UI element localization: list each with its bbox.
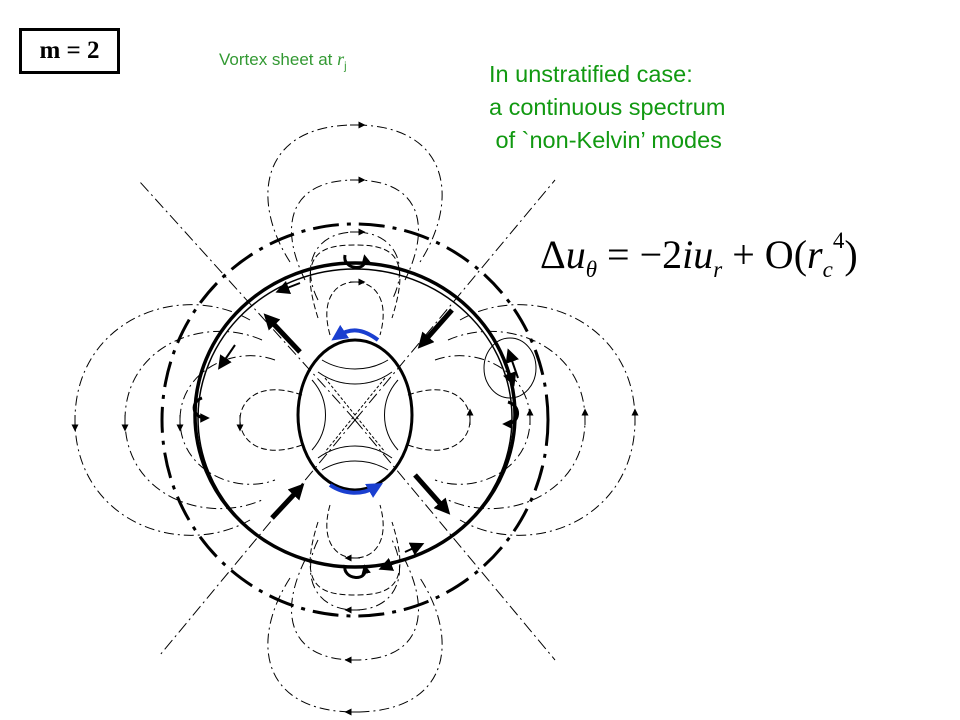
tangent-arrow-1 — [275, 280, 301, 294]
arrow-se-out — [413, 473, 451, 515]
tangent-arrow-6 — [378, 557, 401, 571]
eq-rc: r — [807, 232, 823, 277]
inner-lobe-top — [326, 281, 384, 336]
sheet-curl-arrows — [192, 254, 519, 579]
eq-imaginary-unit: i — [682, 232, 694, 277]
circulation-arrow-top — [331, 324, 380, 342]
jump-condition-equation: Δuθ = −2iur + O(rc4) — [540, 228, 858, 283]
inner-lobe-left — [239, 389, 303, 451]
strain-axis-ne — [354, 179, 556, 421]
eq-close: ) — [844, 232, 858, 277]
core-hyperbola-left — [311, 379, 326, 451]
vortex-sheet-inner — [197, 268, 513, 568]
inner-lobe-right — [407, 389, 471, 451]
mode-number-label: m = 2 — [19, 28, 120, 74]
streamline-bottom-3 — [309, 539, 401, 611]
eq-u-r: u — [693, 232, 714, 277]
curl-arrow-left — [192, 396, 210, 423]
streamline-bottom-1 — [267, 577, 443, 713]
arrow-nw-out — [263, 313, 302, 354]
vortex-sheet-circle — [193, 261, 517, 569]
core-hyperbolic-streamlines — [311, 359, 399, 471]
circulation-arrow-bottom — [328, 483, 383, 498]
caption-subscript: j — [344, 60, 347, 73]
eq-order: + O( — [722, 232, 808, 277]
streamline-left-3 — [179, 355, 276, 485]
strain-axis-se — [354, 419, 556, 661]
core-hyperbola-right — [384, 379, 399, 451]
note-line-3: of `non-Kelvin’ modes — [489, 127, 722, 153]
inner-lobe-bottom — [326, 504, 384, 559]
strain-axis-sw — [159, 419, 356, 656]
highlight-circle — [483, 337, 537, 399]
tangent-arrow-3 — [404, 542, 425, 556]
unstratified-note: In unstratified case: a continuous spectr… — [489, 58, 725, 157]
core-hyperbola-top-2 — [321, 359, 389, 370]
core-hyperbola-bottom-2 — [321, 460, 389, 471]
streamline-top-1 — [267, 124, 443, 263]
vortex-core-ellipse — [296, 338, 414, 492]
caption-text: Vortex sheet at — [219, 50, 338, 69]
eq-u-theta: u — [565, 232, 586, 277]
tangent-arrow-5 — [505, 348, 519, 379]
note-line-2: a continuous spectrum — [489, 94, 726, 120]
core-hyperbola-bottom — [317, 445, 393, 459]
core-diag-2 — [324, 377, 386, 453]
inner-lobe-top-2 — [309, 244, 401, 319]
note-line-1: In unstratified case: — [489, 61, 693, 87]
strain-arrows — [263, 308, 454, 520]
strain-axes — [139, 179, 556, 661]
caption-symbol: r — [337, 49, 345, 69]
core-hyperbola-top — [317, 371, 393, 385]
curl-arrow-right — [502, 400, 519, 429]
eq-power: 4 — [832, 228, 845, 253]
inner-streamlines — [239, 244, 471, 596]
critical-radius-circle — [160, 222, 550, 618]
outer-streamlines — [74, 124, 636, 713]
eq-theta-sub: θ — [585, 257, 598, 282]
inner-lobe-bottom-2 — [309, 521, 401, 596]
arrow-ne-in — [417, 308, 454, 349]
eq-delta: Δ — [540, 232, 566, 277]
circulation-arrows — [328, 324, 383, 498]
tangent-arrow-2 — [218, 344, 236, 370]
eq-operator: = −2 — [597, 232, 683, 277]
eq-c-sub: c — [822, 257, 833, 282]
curl-arrow-top — [343, 254, 371, 269]
arrow-sw-in — [270, 483, 305, 520]
eq-r-sub: r — [713, 257, 723, 282]
flow-direction-arrows — [71, 121, 639, 716]
curl-arrow-bottom — [343, 564, 371, 579]
vortex-sheet-caption: Vortex sheet at rj — [219, 49, 347, 72]
streamline-right-3 — [434, 355, 531, 485]
sheet-tangent-arrows — [218, 280, 519, 571]
streamline-top-2 — [291, 179, 419, 281]
